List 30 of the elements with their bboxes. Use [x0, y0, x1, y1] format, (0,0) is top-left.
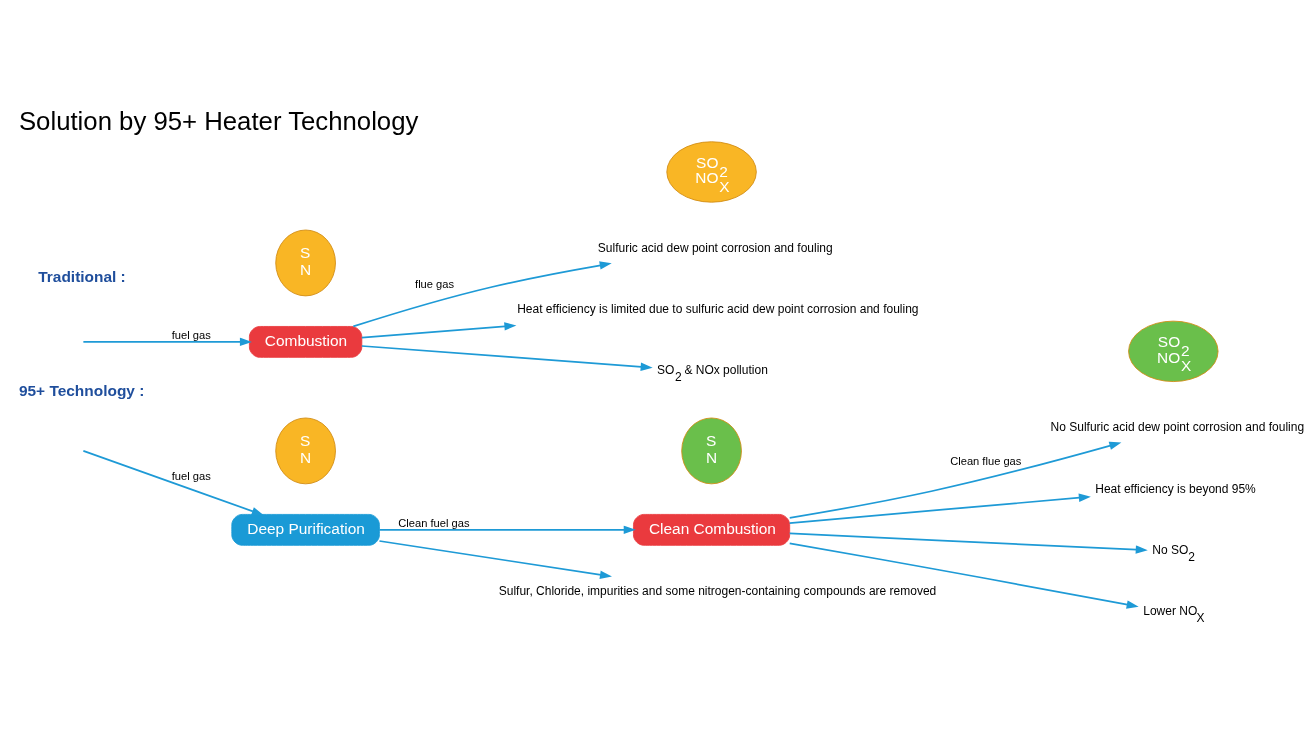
- node-text: Heat efficiency is beyond 95%: [1095, 481, 1256, 496]
- node-box: Clean Combustion: [633, 514, 791, 546]
- arrow: [788, 532, 1148, 554]
- arrow: [82, 337, 252, 347]
- arrow: [788, 441, 1122, 519]
- edge-label: Clean fuel gas: [398, 516, 470, 529]
- edge-label: fuel gas: [171, 469, 211, 482]
- diagram-title: Solution by 95+ Heater Technology: [18, 107, 419, 136]
- edge-label: fuel gas: [171, 328, 211, 341]
- label: 95+ Technology :: [18, 382, 145, 400]
- node-text: Sulfur, Chloride, impurities and some nitrogen-containing compounds are removed: [498, 583, 937, 598]
- arrow: [788, 542, 1139, 609]
- arrow: [378, 525, 636, 535]
- node-text: No Sulfuric acid dew point corrosion and fouling: [1050, 419, 1305, 434]
- arrow: [352, 261, 612, 328]
- node-circle: S N: [275, 229, 336, 297]
- label: Traditional :: [38, 268, 126, 286]
- arrow: [378, 540, 612, 579]
- edge-label: flue gas: [415, 278, 455, 291]
- node-text: Sulfuric acid dew point corrosion and fouling: [597, 240, 833, 255]
- arrow: [82, 450, 264, 516]
- node-box: Deep Purification: [231, 514, 380, 546]
- node-box: Combustion: [248, 326, 363, 358]
- arrow: [360, 345, 653, 371]
- node-circle: S N: [275, 417, 336, 485]
- arrow: [360, 322, 517, 339]
- edge-label: Clean flue gas: [950, 454, 1022, 467]
- arrow: [788, 493, 1091, 524]
- node-text: Heat efficiency is limited due to sulfuric acid dew point corrosion and fouling: [517, 302, 919, 317]
- node-circle: S N: [681, 417, 742, 485]
